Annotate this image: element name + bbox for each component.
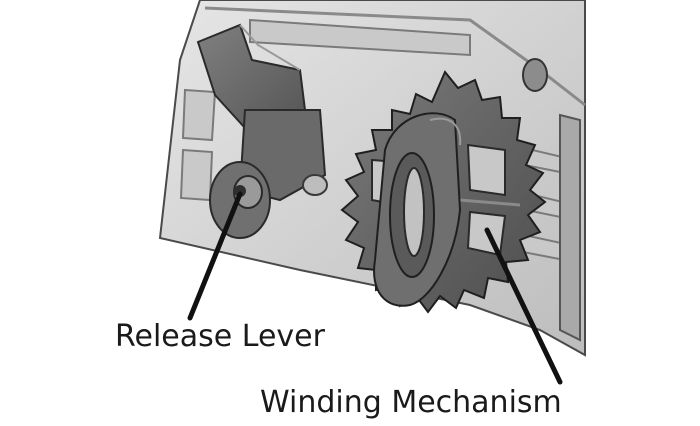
release-lever-leader bbox=[187, 191, 243, 321]
winding-mechanism-leader bbox=[484, 227, 563, 385]
release-lever-label: Release Lever bbox=[115, 319, 325, 354]
release-lever-part bbox=[196, 23, 328, 239]
winding-mechanism-part bbox=[340, 70, 547, 314]
pivot-hole bbox=[234, 185, 246, 197]
winding-mechanism-label: Winding Mechanism bbox=[260, 385, 562, 420]
